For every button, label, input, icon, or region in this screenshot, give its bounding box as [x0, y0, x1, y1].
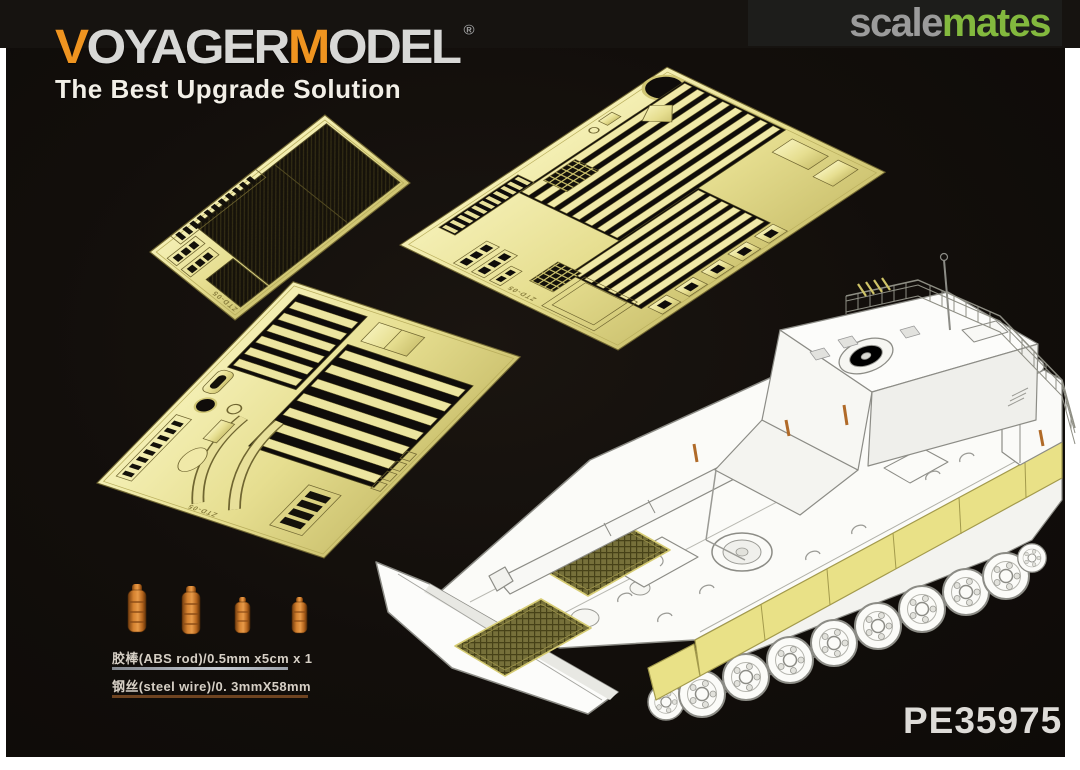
voyagermodel-logo: VOYAGERMODEL® The Best Upgrade Solution	[55, 22, 475, 105]
tie-down-loops	[617, 452, 975, 623]
scalemates-text-green: mates	[941, 1, 1052, 45]
scalemates-text-gray: scale	[849, 1, 943, 45]
registered-trademark-icon: ®	[463, 22, 475, 39]
pe-fret-antislip-plate: ZTD-05	[149, 114, 411, 321]
logo-letters-oyager: OYAGER	[86, 19, 291, 74]
gun-muzzle	[488, 566, 514, 592]
spec-abs-rod: 胶棒(ABS rod)/0.5mm x5cm x 1	[112, 651, 313, 666]
copper-wire-parts	[692, 404, 1045, 463]
logo-letter-m: M	[287, 19, 330, 74]
side-skirt	[647, 441, 1063, 701]
spec-steel-wire: 钢丝(steel wire)/0. 3mmX58mm	[112, 679, 311, 694]
railing-ladder-yellow	[857, 277, 891, 297]
bow-machine-gun-ring	[711, 532, 773, 572]
commander-hatch	[838, 337, 894, 375]
logo-letters-odel: ODEL	[327, 19, 462, 74]
product-code: PE35975	[903, 700, 1063, 741]
abs-rods	[127, 584, 308, 635]
abs-rod	[127, 584, 147, 633]
mesh-screen-front	[454, 598, 592, 677]
antenna-mast	[943, 259, 951, 331]
periscopes	[809, 325, 921, 361]
logo-letter-v: V	[55, 19, 89, 74]
tank-line-drawing	[375, 252, 1076, 721]
turret	[705, 252, 1039, 561]
logo-tagline: The Best Upgrade Solution	[55, 74, 402, 104]
abs-rod	[291, 597, 308, 634]
anti-slip-mesh-panel	[194, 123, 401, 286]
deck-railing	[845, 279, 1076, 445]
abs-rod	[181, 586, 201, 635]
pe-fret-fender-strips: ZTD-05	[398, 66, 887, 351]
pe-fret-engine-grilles: ZTD-05	[96, 281, 522, 559]
abs-rod	[234, 597, 251, 634]
spec-underline-silver	[112, 667, 288, 670]
spec-underline-brown	[112, 695, 308, 698]
voyagermodel-wordmark: VOYAGERMODEL®	[55, 22, 475, 70]
